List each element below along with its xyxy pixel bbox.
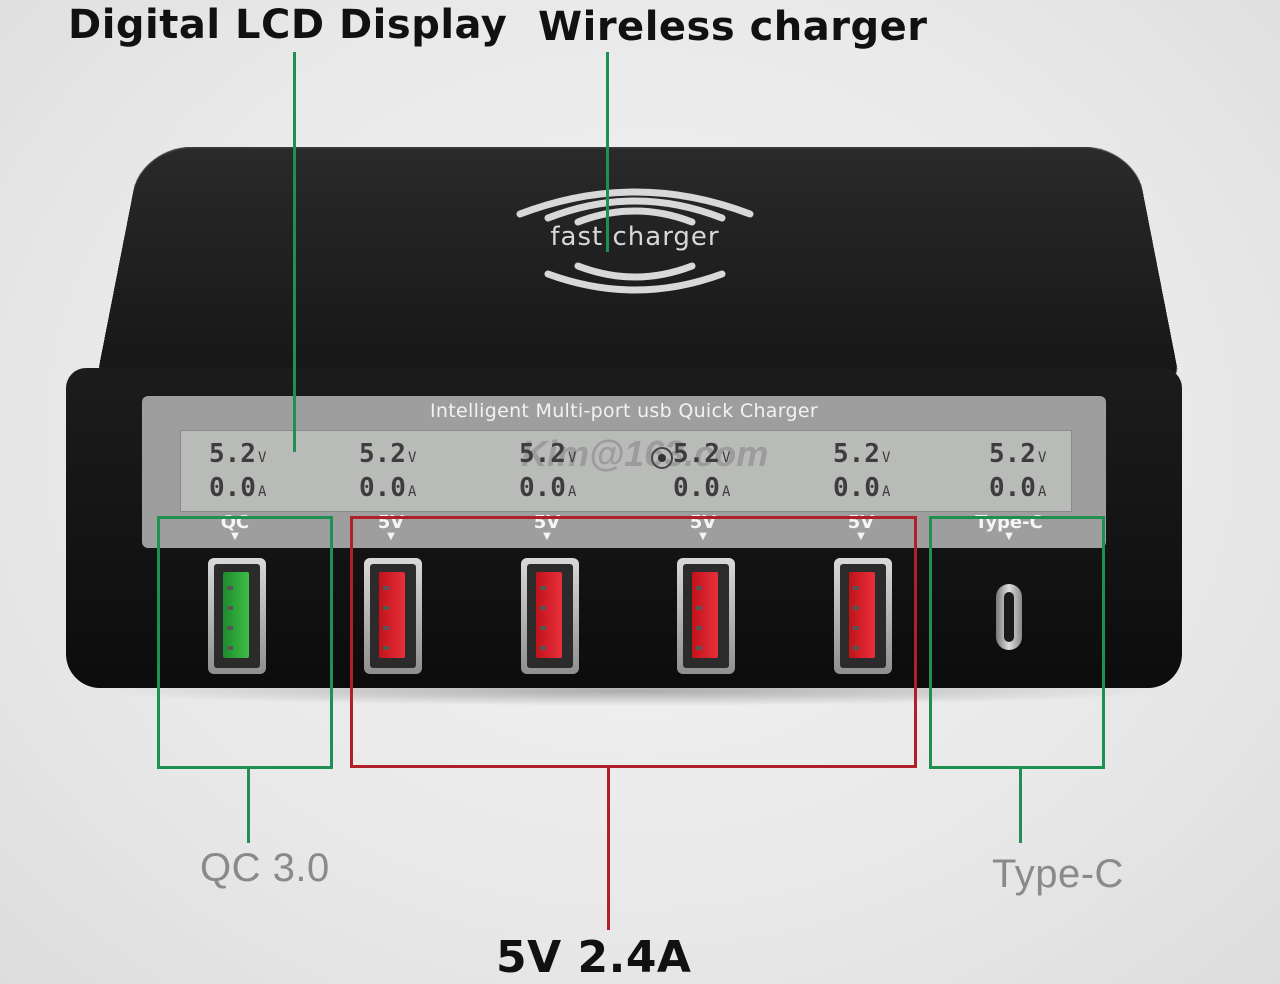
lcd-header-text: Intelligent Multi-port usb Quick Charger (430, 400, 818, 422)
wireless-leader-line (606, 52, 609, 252)
lcd-leader-line (293, 52, 296, 452)
type-c-leader-line (1019, 769, 1022, 843)
type-c-port (996, 584, 1022, 650)
5v-callout-box (350, 516, 917, 768)
usb-port-5v (834, 558, 892, 674)
5v-leader-line (607, 768, 610, 930)
type-c-callout-box (929, 516, 1105, 769)
usb-port-5v (521, 558, 579, 674)
lcd-indicator-icon (651, 447, 673, 469)
watermark: Kim@163.com (521, 433, 769, 474)
wireless-charger-callout-title: Wireless charger (538, 4, 928, 50)
qc-leader-line (247, 769, 250, 843)
usb-port-5v (677, 558, 735, 674)
usb-port-5v (364, 558, 422, 674)
5v-2-4a-callout-label: 5V 2.4A (496, 932, 692, 983)
qc-callout-box (157, 516, 333, 769)
qc30-callout-label: QC 3.0 (200, 846, 330, 890)
fast-charger-label: fast charger (550, 222, 720, 252)
qc-usb-port (208, 558, 266, 674)
wireless-waves-icon (516, 188, 754, 294)
lcd-display-callout-title: Digital LCD Display (68, 2, 508, 48)
wireless-charging-logo: fast charger (500, 176, 770, 306)
type-c-callout-label: Type-C (992, 852, 1124, 896)
lcd-panel: Intelligent Multi-port usb Quick Charger… (142, 396, 1106, 548)
